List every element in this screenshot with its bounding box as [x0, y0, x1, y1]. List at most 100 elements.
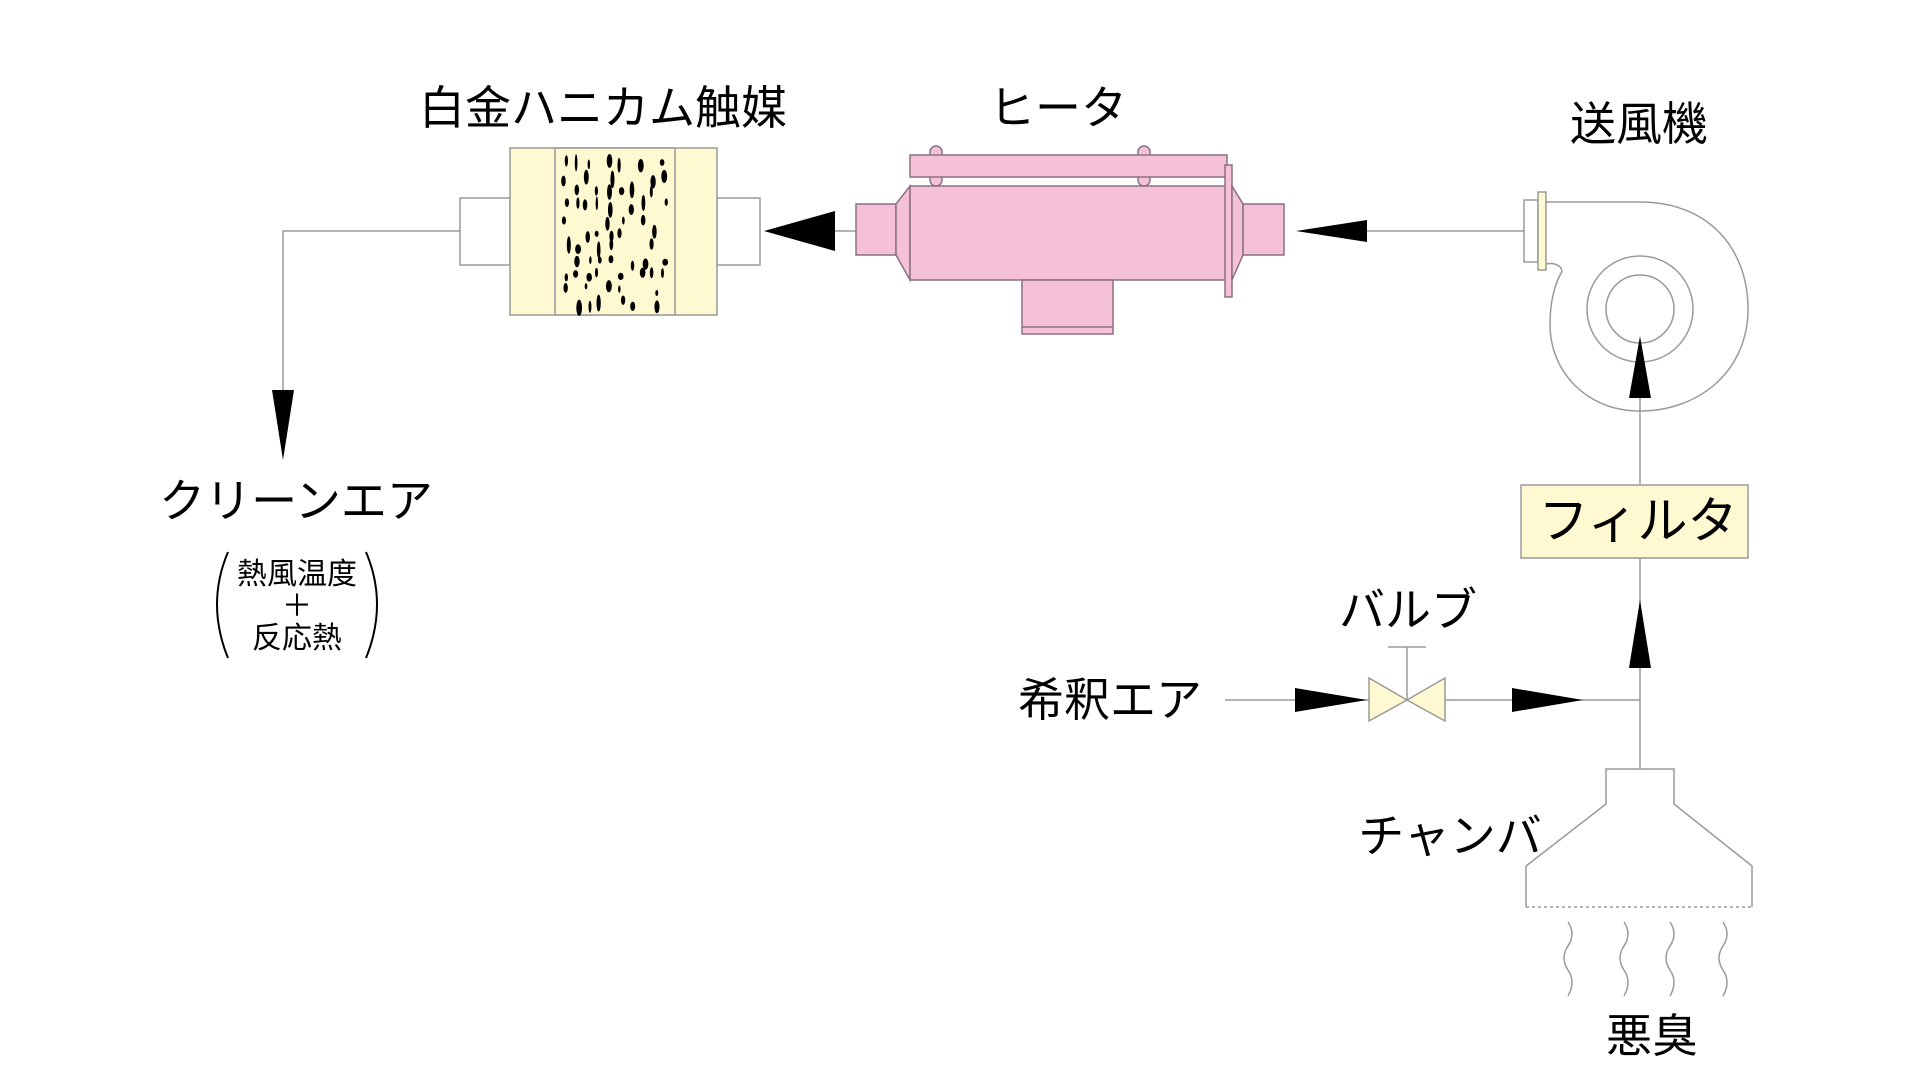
pore — [661, 268, 664, 279]
pore — [574, 184, 580, 196]
pore — [630, 260, 635, 271]
pore — [564, 198, 570, 208]
pore — [608, 255, 614, 264]
pore — [573, 270, 579, 278]
clean-air-note: 熱風温度 ＋ 反応熱 — [216, 551, 378, 659]
valve-body-right — [1405, 676, 1446, 723]
arrow-left-icon — [764, 211, 835, 251]
blower-flange — [1537, 191, 1547, 271]
pore — [594, 267, 599, 278]
arrow-left-icon — [1296, 220, 1367, 242]
blower — [1523, 191, 1749, 412]
pore — [564, 155, 569, 167]
left-paren — [216, 551, 229, 659]
pore — [617, 157, 621, 173]
pore — [607, 201, 613, 218]
pore — [618, 187, 625, 196]
pore — [605, 216, 610, 231]
odor-waves — [1563, 921, 1728, 997]
pore — [630, 301, 636, 311]
pore — [607, 184, 612, 200]
pore — [596, 294, 601, 312]
catalyst-inlet-stub-left — [459, 197, 511, 266]
pore — [639, 267, 646, 278]
pore — [649, 267, 654, 279]
pore — [585, 231, 590, 243]
pore — [574, 255, 580, 268]
arrow-right-icon — [1295, 688, 1367, 712]
heater-body — [909, 185, 1228, 281]
pore — [587, 159, 591, 170]
pore — [664, 198, 668, 206]
catalyst-honeycomb-core — [554, 147, 676, 316]
pore — [596, 241, 601, 259]
pore — [655, 289, 659, 297]
blower-outlet-stub — [1523, 199, 1539, 263]
note-plus: ＋ — [282, 589, 312, 624]
pore — [582, 199, 588, 211]
pore — [583, 169, 589, 185]
catalyst-stub-right — [716, 197, 761, 266]
pore — [617, 272, 624, 281]
pore — [606, 153, 613, 168]
pore — [650, 175, 656, 189]
pore — [610, 170, 615, 189]
pore — [620, 295, 626, 305]
chamber-hood — [1525, 768, 1753, 907]
note-hot-air-temp: 熱風温度 — [237, 557, 357, 592]
heater-cone-left — [895, 183, 911, 283]
heater-outlet-stub — [1242, 203, 1285, 256]
blower-impeller-inner — [1605, 274, 1675, 344]
pore — [629, 181, 635, 199]
arrow-down-icon — [272, 390, 294, 460]
pore — [662, 258, 669, 266]
heater — [855, 145, 1285, 335]
pore — [652, 224, 657, 239]
catalyst-label: 白金ハニカム触媒 — [419, 81, 787, 135]
pore — [561, 216, 567, 225]
odor-wave-icon — [1718, 921, 1728, 997]
chamber-label: チャンバ — [1358, 809, 1542, 863]
pore — [609, 238, 614, 251]
pore — [661, 169, 668, 183]
pore — [649, 185, 653, 198]
pore — [575, 244, 582, 255]
pore — [589, 256, 592, 265]
filter-label: フィルタ — [1539, 492, 1738, 550]
pore — [576, 299, 583, 316]
chamber — [1525, 768, 1753, 908]
valve-body-left — [1368, 676, 1409, 723]
odor-label: 悪臭 — [1606, 1009, 1698, 1063]
note-reaction-heat: 反応熱 — [252, 621, 342, 656]
heater-label: ヒータ — [989, 81, 1127, 135]
pore — [574, 154, 578, 172]
pore — [588, 300, 592, 313]
pore — [641, 195, 646, 211]
odor-wave-icon — [1665, 921, 1675, 997]
pore — [649, 238, 654, 250]
honeycomb-pores — [561, 153, 669, 316]
dilution-air-label: 希釈エア — [1018, 673, 1202, 727]
pore — [617, 228, 622, 239]
pore — [563, 282, 568, 293]
pore — [595, 196, 599, 211]
filter: フィルタ — [1520, 484, 1749, 559]
pore — [618, 285, 621, 293]
heater-flange — [1224, 164, 1233, 298]
pore — [586, 272, 592, 282]
pore — [561, 175, 566, 187]
pore — [597, 256, 602, 264]
heater-top-bar — [909, 154, 1228, 178]
heater-cone-right — [1231, 183, 1244, 281]
odor-wave-icon — [1563, 921, 1573, 997]
pore — [566, 236, 571, 254]
pore — [605, 280, 612, 293]
valve[interactable] — [1368, 646, 1446, 723]
blower-label: 送風機 — [1570, 97, 1708, 151]
platinum-honeycomb-catalyst — [459, 147, 761, 316]
pore — [642, 258, 649, 270]
pore — [622, 216, 625, 225]
pore — [594, 230, 599, 237]
pore — [628, 204, 634, 216]
